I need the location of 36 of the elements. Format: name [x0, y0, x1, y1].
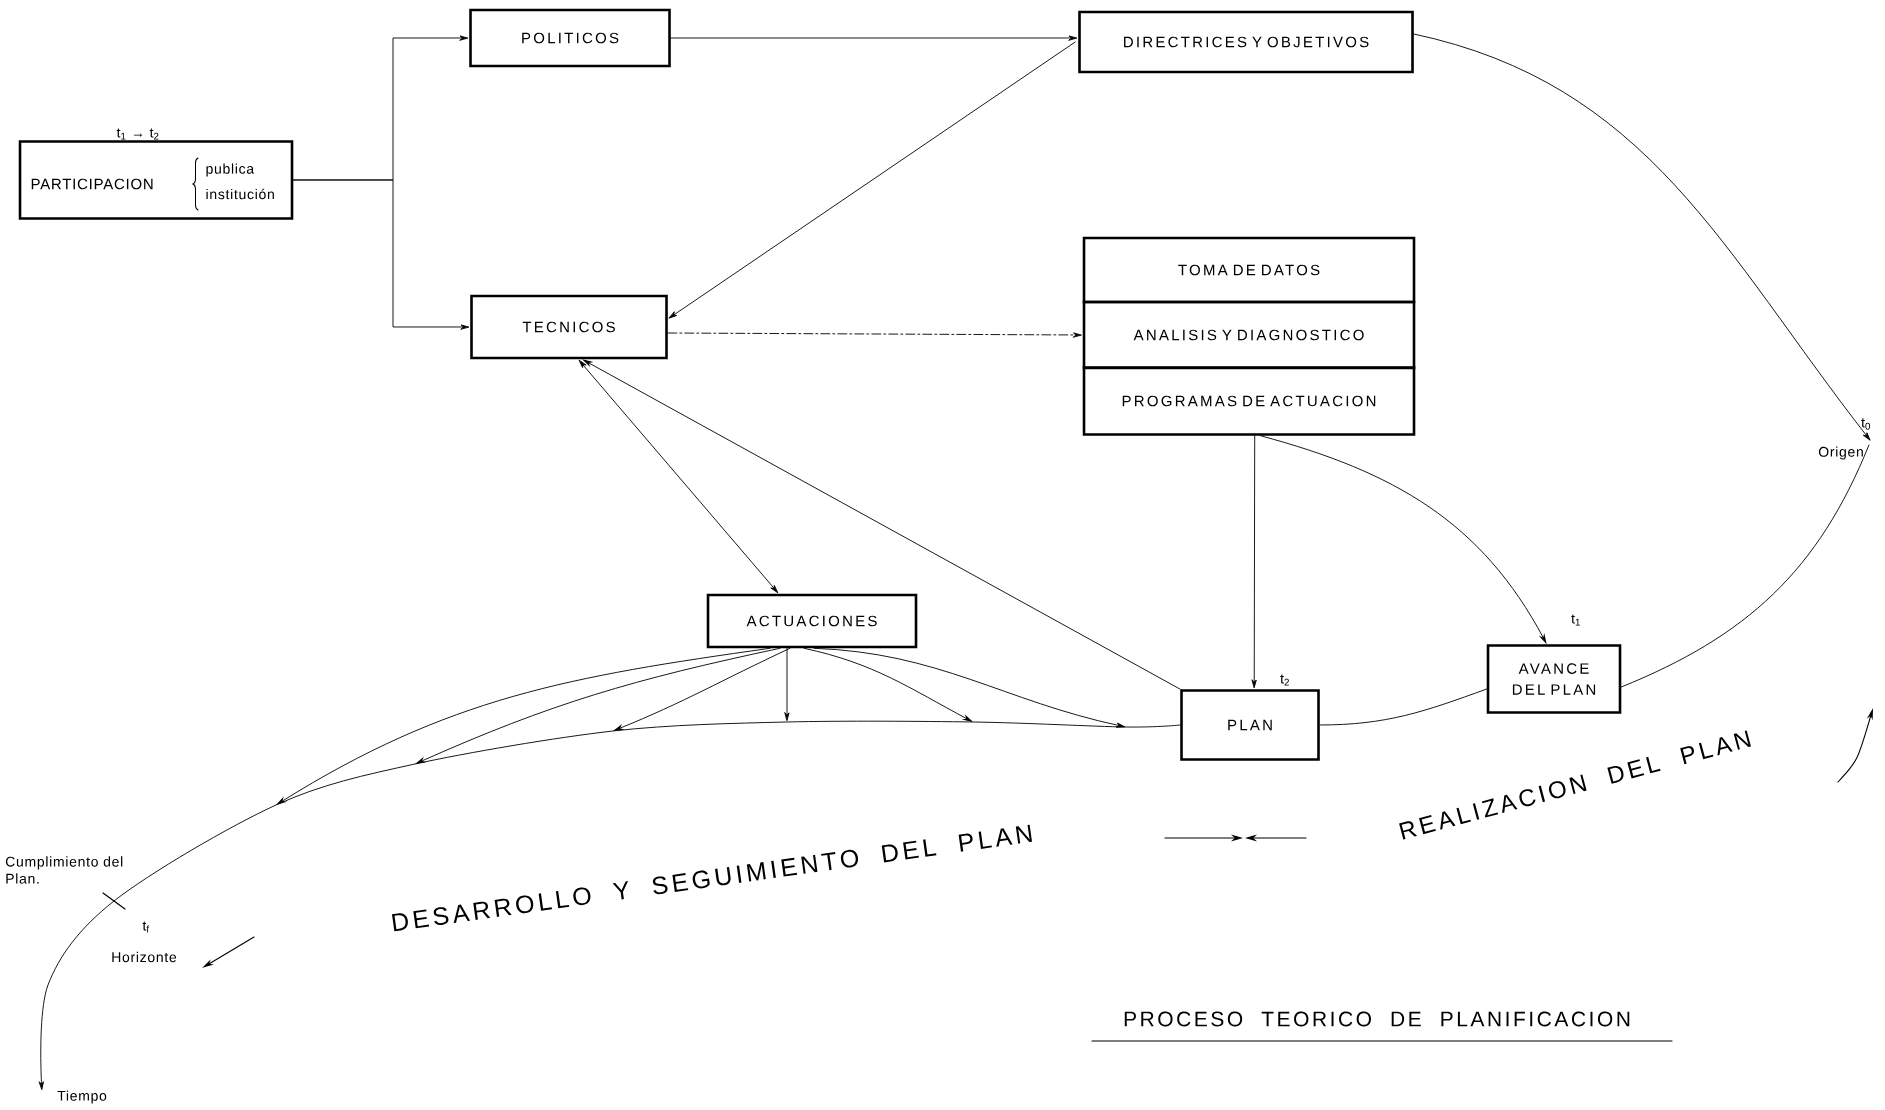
- arrow: [416, 647, 781, 764]
- process-box: ANALISIS Y DIAGNOSTICO: [1082, 300, 1416, 370]
- arrow: [813, 647, 1125, 728]
- process-box: AVANCE DEL PLAN: [1486, 644, 1622, 714]
- process-box: TOMA DE DATOS: [1082, 236, 1416, 304]
- time-label: t$_{1}$ → t$_{2}$: [116, 128, 159, 140]
- process-box: DIRECTRICES Y OBJETIVOS: [1078, 10, 1414, 74]
- arrow: [578, 360, 779, 593]
- time-label: t$_{f}$: [142, 921, 150, 933]
- axis-label: Horizonte: [112, 951, 177, 963]
- arrow: [670, 35, 1077, 41]
- arrow: [38, 720, 1181, 1090]
- arrow: [1413, 33, 1871, 441]
- arrow: [614, 647, 791, 731]
- time-label: t$_{1}$: [1571, 614, 1580, 626]
- time-label: t$_{0}$: [1861, 418, 1871, 430]
- arrow: [803, 647, 972, 722]
- process-box: PARTICIPACION publica institución: [18, 140, 294, 220]
- arrow: [667, 332, 1082, 338]
- arrow: [1251, 435, 1257, 688]
- arrow: [583, 359, 1181, 690]
- title: PROCESO TEORICO DE PLANIFICACION: [1091, 1011, 1673, 1042]
- process-box: POLITICOS: [469, 8, 671, 68]
- arrow: [784, 647, 790, 721]
- arrow: [1260, 435, 1547, 644]
- axis-label: Origen: [1818, 446, 1863, 460]
- arrow: [668, 41, 1076, 319]
- note-text: Cumplimiento del Plan.: [5, 856, 123, 884]
- axis-label: Tiempo: [57, 1090, 107, 1104]
- arrow: [292, 179, 469, 330]
- process-box: PROGRAMAS DE ACTUACION: [1082, 366, 1416, 436]
- process-box: ACTUACIONES: [706, 593, 918, 649]
- time-label: t$_{2}$: [1280, 674, 1289, 686]
- process-box: PLAN: [1180, 689, 1320, 761]
- arrow: [277, 647, 771, 805]
- process-box: TECNICOS: [470, 294, 668, 360]
